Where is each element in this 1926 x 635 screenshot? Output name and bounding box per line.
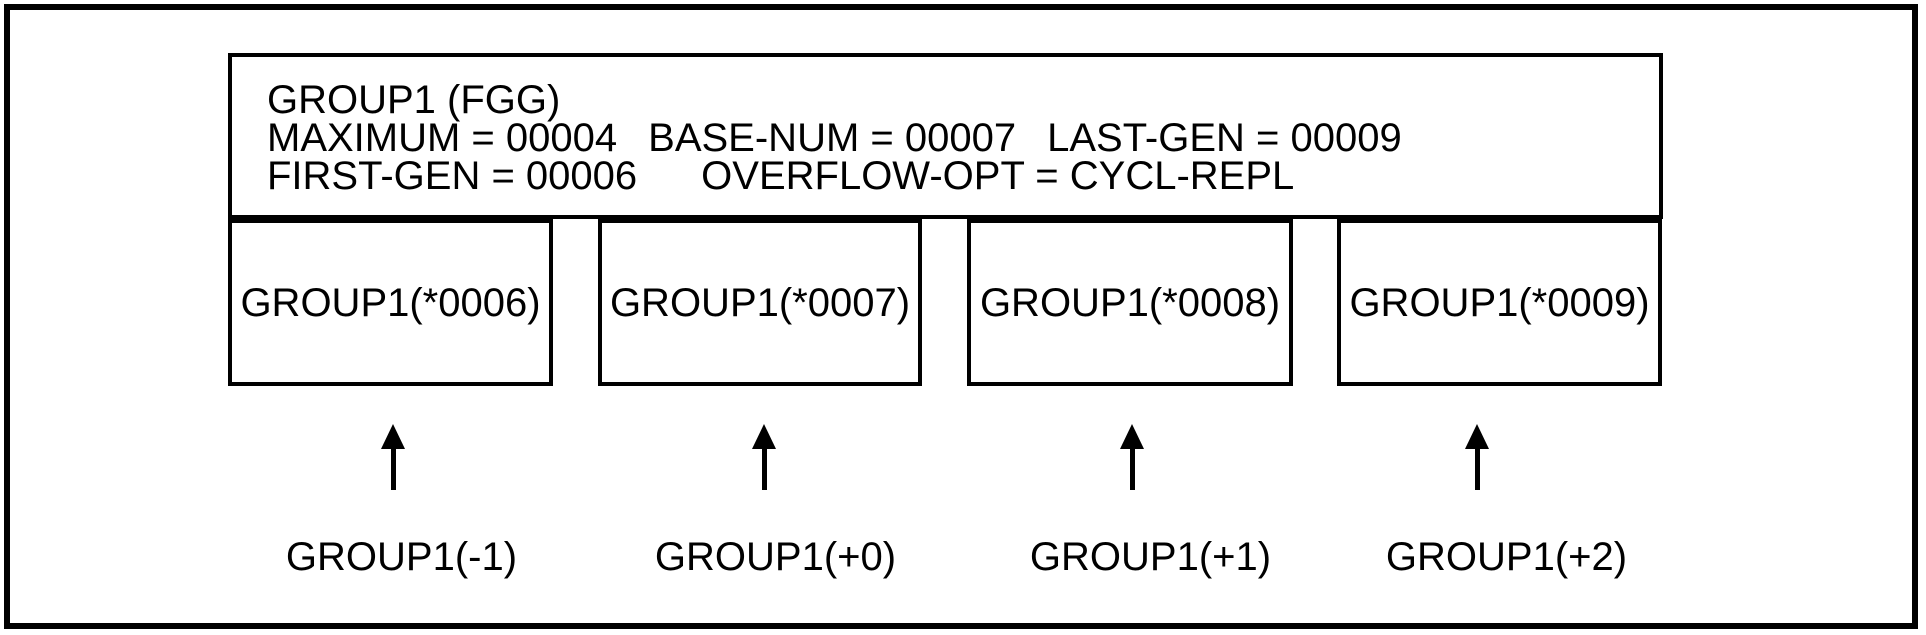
up-arrow-icon bbox=[1465, 424, 1489, 490]
generation-box-0008: GROUP1(*0008) bbox=[967, 219, 1293, 386]
group-header-box: GROUP1 (FGG) MAXIMUM = 00004 BASE-NUM = … bbox=[228, 53, 1663, 219]
group-stats-row-1: MAXIMUM = 00004 BASE-NUM = 00007 LAST-GE… bbox=[267, 116, 1659, 160]
group-name: GROUP1 (FGG) bbox=[267, 78, 561, 122]
arrow-head bbox=[1120, 424, 1144, 449]
stat-first-gen: FIRST-GEN = 00006 bbox=[267, 154, 638, 198]
arrow-head bbox=[752, 424, 776, 449]
relative-generation-label: GROUP1(-1) bbox=[285, 535, 518, 579]
up-arrow-icon bbox=[1120, 424, 1144, 490]
generation-dataset-label: GROUP1(*0007) bbox=[609, 280, 911, 325]
arrow-stem bbox=[1474, 449, 1480, 490]
generation-box-0007: GROUP1(*0007) bbox=[598, 219, 922, 386]
stat-overflow-opt: OVERFLOW-OPT = CYCL-REPL bbox=[701, 154, 1295, 198]
relative-generation-label: GROUP1(+0) bbox=[654, 535, 897, 579]
diagram-outer-frame bbox=[4, 4, 1918, 629]
arrow-head bbox=[1465, 424, 1489, 449]
arrow-head bbox=[381, 424, 405, 449]
stat-base-num: BASE-NUM = 00007 bbox=[648, 116, 1017, 160]
relative-generation-label: GROUP1(+1) bbox=[1029, 535, 1272, 579]
stat-maximum: MAXIMUM = 00004 bbox=[267, 116, 618, 160]
generation-box-0009: GROUP1(*0009) bbox=[1337, 219, 1662, 386]
arrow-stem bbox=[390, 449, 396, 490]
up-arrow-icon bbox=[752, 424, 776, 490]
up-arrow-icon bbox=[381, 424, 405, 490]
generation-dataset-label: GROUP1(*0006) bbox=[240, 280, 541, 325]
relative-generation-label: GROUP1(+2) bbox=[1385, 535, 1628, 579]
generation-dataset-label: GROUP1(*0008) bbox=[979, 280, 1281, 325]
arrow-stem bbox=[1129, 449, 1135, 490]
arrow-stem bbox=[761, 449, 767, 490]
group-stats-row-2: FIRST-GEN = 00006 OVERFLOW-OPT = CYCL-RE… bbox=[267, 154, 1659, 198]
stat-last-gen: LAST-GEN = 00009 bbox=[1047, 116, 1402, 160]
generation-box-0006: GROUP1(*0006) bbox=[228, 219, 553, 386]
generation-dataset-label: GROUP1(*0009) bbox=[1349, 280, 1650, 325]
